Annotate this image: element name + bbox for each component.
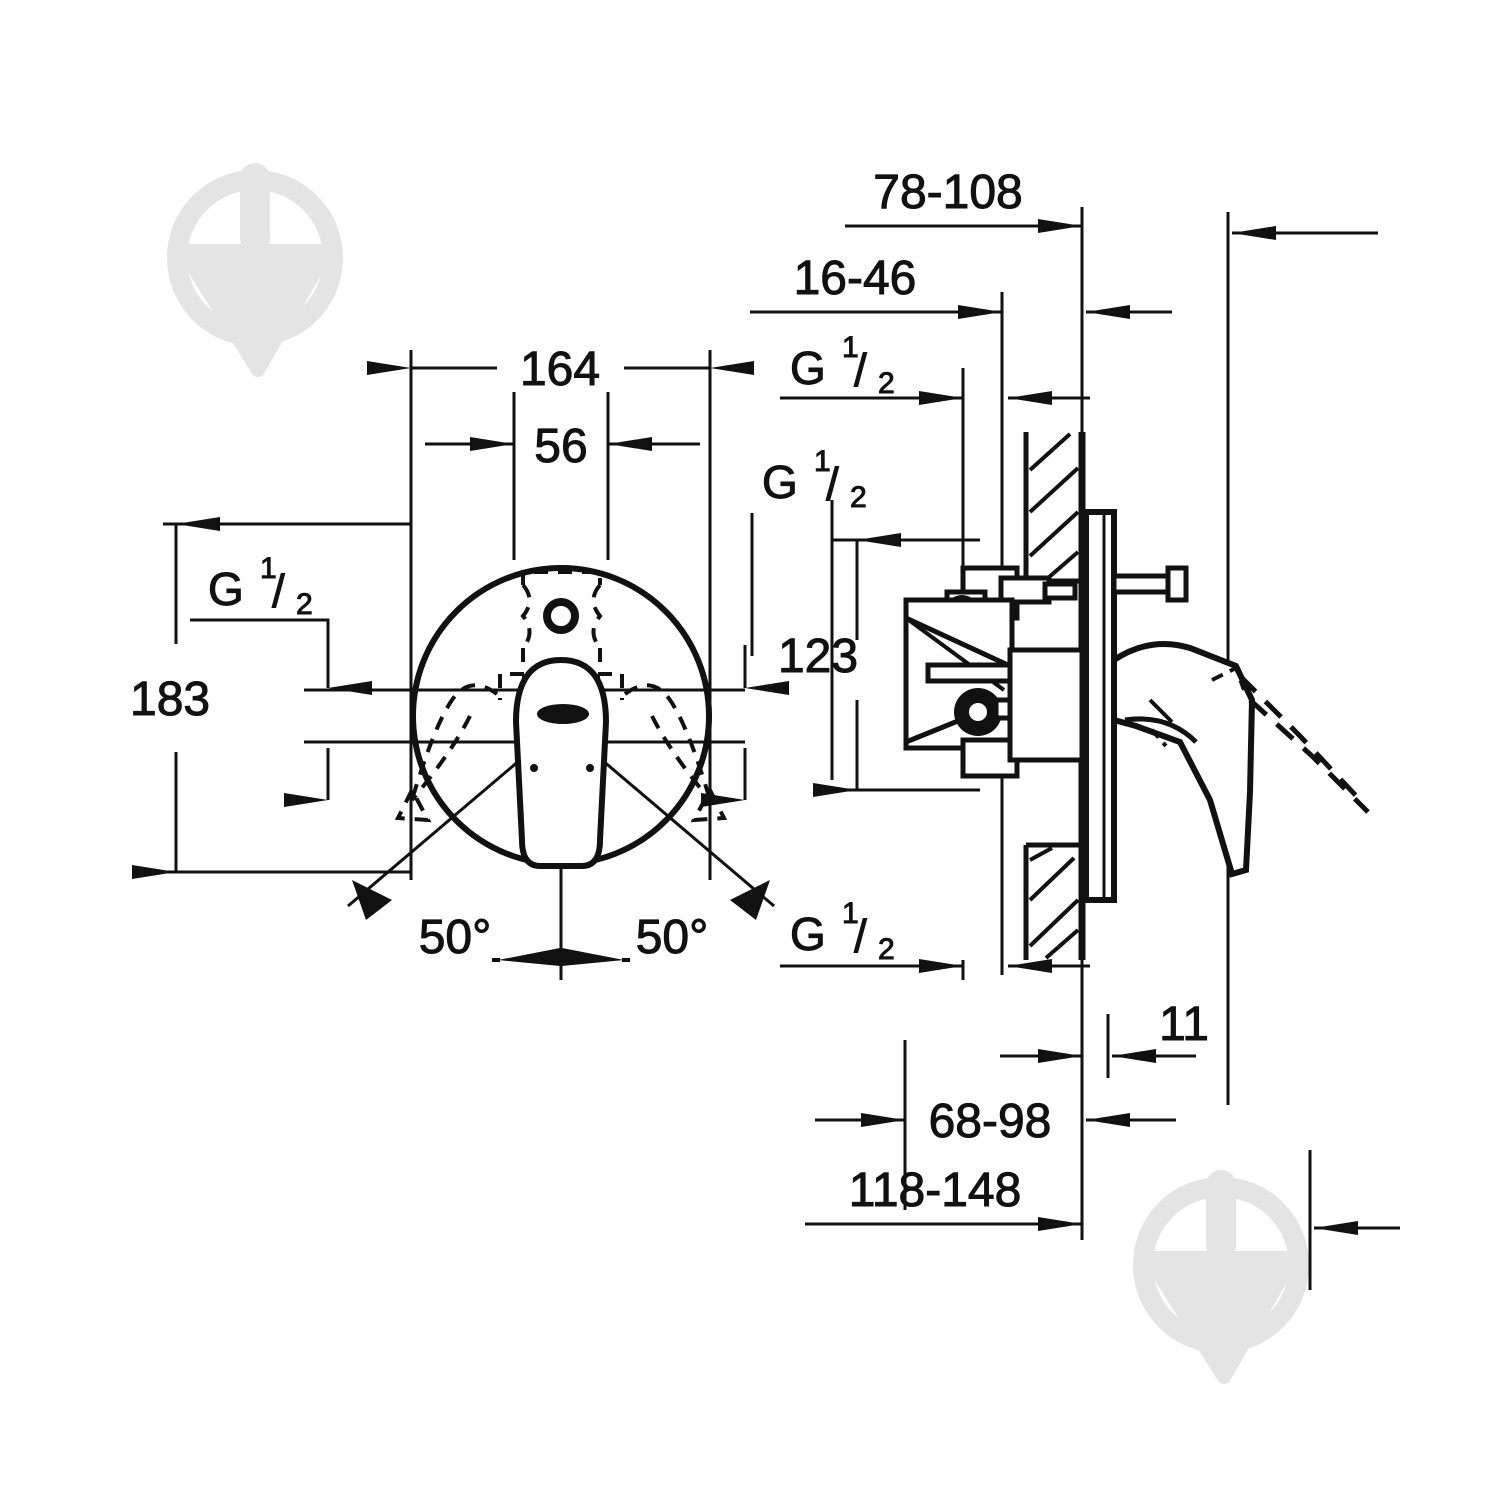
lever-front <box>512 656 610 869</box>
dim-16-46-label: 16-46 <box>794 252 917 305</box>
dim-183-label: 183 <box>130 673 210 726</box>
lever-indicator-dot <box>537 704 589 724</box>
thread-section-bottom-slash: / <box>854 910 867 962</box>
thread-section-top-denominator: 2 <box>878 367 895 400</box>
section-side-view: 78-108 16-46 G 1 / 2 123 G 1 / <box>750 166 1400 1290</box>
lever-rotated-positions-dashed <box>394 683 728 823</box>
thread-front-right-slash: / <box>826 458 839 510</box>
angle-right-label: 50° <box>636 911 709 964</box>
dim-11-label: 11 <box>1159 998 1209 1051</box>
front-view: 164 56 183 G 1 / 2 G 1 / 2 <box>130 343 867 980</box>
thread-section-bottom-numerator: 1 <box>842 897 859 930</box>
cartridge-outline-dashed <box>520 570 603 663</box>
dim-78-108-label: 78-108 <box>873 166 1022 219</box>
angle-left-label: 50° <box>419 911 492 964</box>
dim-56-label: 56 <box>534 420 587 473</box>
cartridge-screw-hole <box>543 598 579 634</box>
lever-rotated-dashed-section <box>1238 674 1370 814</box>
thread-front-right-g: G <box>762 456 798 508</box>
dim-11 <box>1000 1014 1196 1078</box>
angle-leaders <box>347 758 775 920</box>
thread-section-bottom-g: G <box>790 908 826 960</box>
dim-118-148-label: 118-148 <box>849 1164 1022 1217</box>
thread-section-top: G 1 / 2 <box>780 331 1090 405</box>
escutcheon-plate-section <box>1083 509 1117 903</box>
thread-front-right-denominator: 2 <box>850 481 867 514</box>
thread-front-right: G 1 / 2 <box>701 445 867 807</box>
thread-section-top-numerator: 1 <box>842 331 859 364</box>
watermark-top-left <box>167 163 343 377</box>
dim-164-label: 164 <box>520 343 600 396</box>
thread-section-top-slash: / <box>854 344 867 396</box>
thread-section-top-g: G <box>790 342 826 394</box>
angle-arc-arrows <box>492 948 630 966</box>
valve-body-section <box>903 565 1085 779</box>
watermark-bottom-right <box>1133 1170 1309 1384</box>
thread-front-left: G 1 / 2 <box>190 552 372 807</box>
spindle-section <box>1111 565 1189 603</box>
thread-front-right-numerator: 1 <box>814 445 831 478</box>
thread-front-left-denominator: 2 <box>296 588 313 621</box>
lever-section <box>1111 641 1256 878</box>
dim-68-98-label: 68-98 <box>929 1095 1052 1148</box>
dim-123 <box>813 533 980 797</box>
dim-123-label: 123 <box>778 630 858 683</box>
thread-section-bottom: G 1 / 2 <box>780 897 1090 973</box>
outer-reference-arrows <box>1232 226 1400 1290</box>
thread-front-left-g: G <box>208 563 244 615</box>
thread-section-bottom-denominator: 2 <box>878 933 895 966</box>
thread-front-left-slash: / <box>272 565 285 617</box>
thread-front-left-numerator: 1 <box>260 552 277 585</box>
